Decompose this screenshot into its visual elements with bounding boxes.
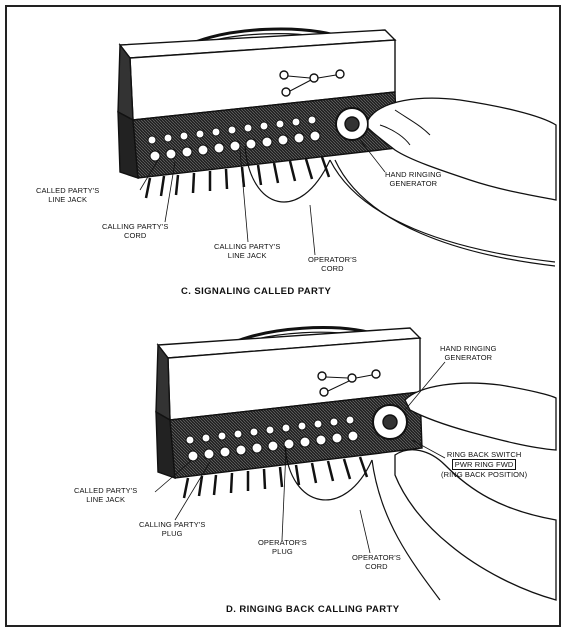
switchboard-d xyxy=(154,326,557,601)
label-ring-back-switch: RING BACK SWITCH PWR RING FWD (RING BACK… xyxy=(441,450,528,479)
caption-panel-c: C. SIGNALING CALLED PARTY xyxy=(181,286,332,297)
figure-border xyxy=(5,5,561,627)
switchboard-c xyxy=(117,27,557,267)
caption-panel-d: D. RINGING BACK CALLING PARTY xyxy=(226,604,400,615)
switch-positions-box: PWR RING FWD xyxy=(451,459,517,470)
